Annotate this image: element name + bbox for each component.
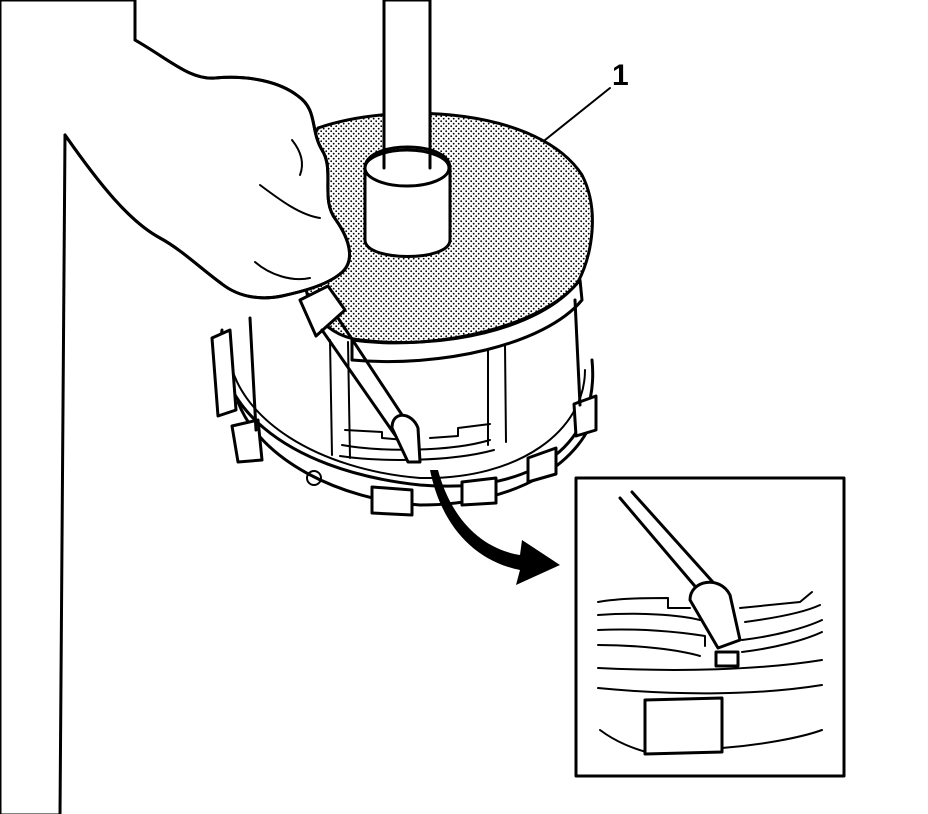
detail-inset (574, 476, 846, 778)
hand (0, 0, 352, 814)
ring-hole (306, 470, 322, 486)
ring-tabs (210, 328, 598, 517)
snap-ring (344, 423, 491, 441)
drive-tool (363, 0, 452, 258)
curved-arrow (430, 470, 560, 585)
screwdriver (298, 284, 422, 464)
callout-1: 1 (544, 59, 629, 141)
callout-label: 1 (612, 59, 629, 92)
leader-line (544, 87, 611, 141)
